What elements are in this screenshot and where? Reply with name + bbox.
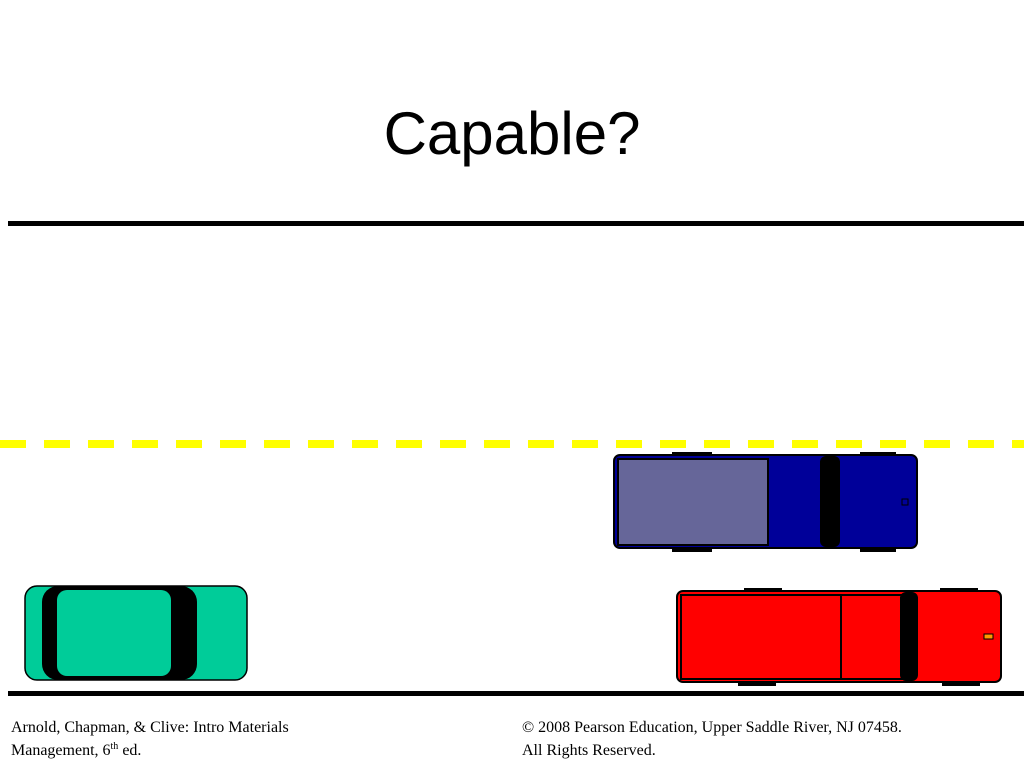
lane-divider-dashed (0, 440, 1024, 448)
truck-bed (680, 594, 842, 680)
truck-windshield (820, 456, 840, 547)
red-pickup-truck (676, 588, 1002, 686)
footer-copyright-line1: © 2008 Pearson Education, Upper Saddle R… (522, 719, 902, 736)
footer-citation-text: Management, 6 (11, 742, 111, 759)
footer-copyright: © 2008 Pearson Education, Upper Saddle R… (522, 716, 902, 762)
blue-pickup-truck (613, 452, 918, 552)
green-car (24, 585, 248, 681)
road-edge-top (8, 221, 1024, 226)
truck-windshield (900, 592, 918, 681)
footer-citation-edition: ed. (118, 742, 142, 759)
footer-citation-line2: Management, 6th ed. (11, 739, 289, 762)
footer-copyright-line2: All Rights Reserved. (522, 742, 656, 759)
footer-citation-superscript: th (110, 741, 119, 752)
footer-citation: Arnold, Chapman, & Clive: Intro Material… (11, 716, 289, 762)
truck-bed (617, 458, 769, 546)
truck-indicator-light (983, 633, 994, 640)
car-roof (57, 590, 171, 676)
road-edge-bottom (8, 691, 1024, 696)
truck-cab-section (840, 594, 904, 680)
footer-citation-line1: Arnold, Chapman, & Clive: Intro Material… (11, 719, 289, 736)
slide-title: Capable? (383, 100, 641, 167)
truck-headlight (901, 498, 909, 506)
